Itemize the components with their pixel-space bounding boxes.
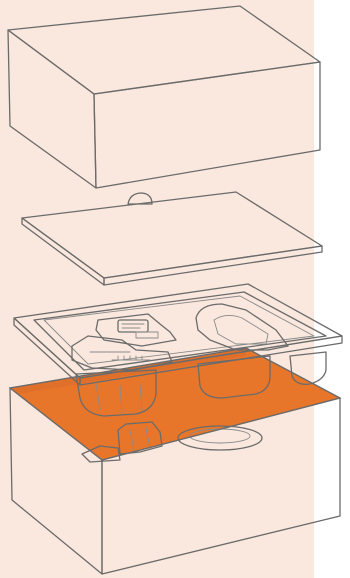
box-lid-icon	[8, 6, 320, 188]
divider-sheet-icon	[22, 192, 322, 285]
